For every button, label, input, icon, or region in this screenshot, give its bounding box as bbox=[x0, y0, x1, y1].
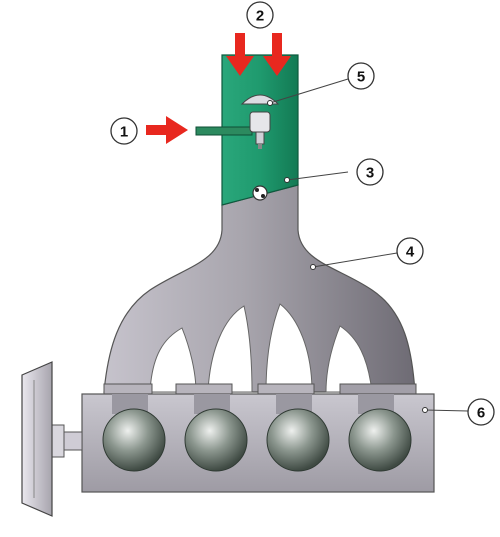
throttle-valve-icon bbox=[252, 185, 268, 201]
callout-number: 6 bbox=[477, 405, 485, 422]
cylinder-balls bbox=[102, 408, 412, 472]
callout-dots bbox=[267, 100, 428, 413]
callout-number: 5 bbox=[357, 69, 365, 86]
callout-number: 1 bbox=[120, 124, 128, 141]
callout-2: 2 bbox=[246, 1, 274, 29]
callout-1: 1 bbox=[110, 117, 138, 145]
manifold-body bbox=[103, 184, 417, 397]
callout-4: 4 bbox=[396, 237, 424, 265]
callout-number: 2 bbox=[256, 8, 264, 25]
callout-6: 6 bbox=[467, 398, 495, 426]
airflow-arrows bbox=[146, 33, 291, 144]
red-arrow-icon bbox=[263, 33, 291, 76]
cylinder-head bbox=[81, 393, 435, 493]
callout-number: 4 bbox=[406, 244, 415, 261]
red-arrow-icon bbox=[146, 116, 188, 144]
callout-lines bbox=[269, 78, 469, 412]
callout-number: 3 bbox=[366, 165, 374, 182]
end-flange bbox=[21, 361, 83, 517]
callout-3: 3 bbox=[356, 158, 384, 186]
callout-5: 5 bbox=[347, 62, 375, 90]
intake-tube bbox=[195, 54, 299, 206]
red-arrow-icon bbox=[226, 33, 254, 76]
